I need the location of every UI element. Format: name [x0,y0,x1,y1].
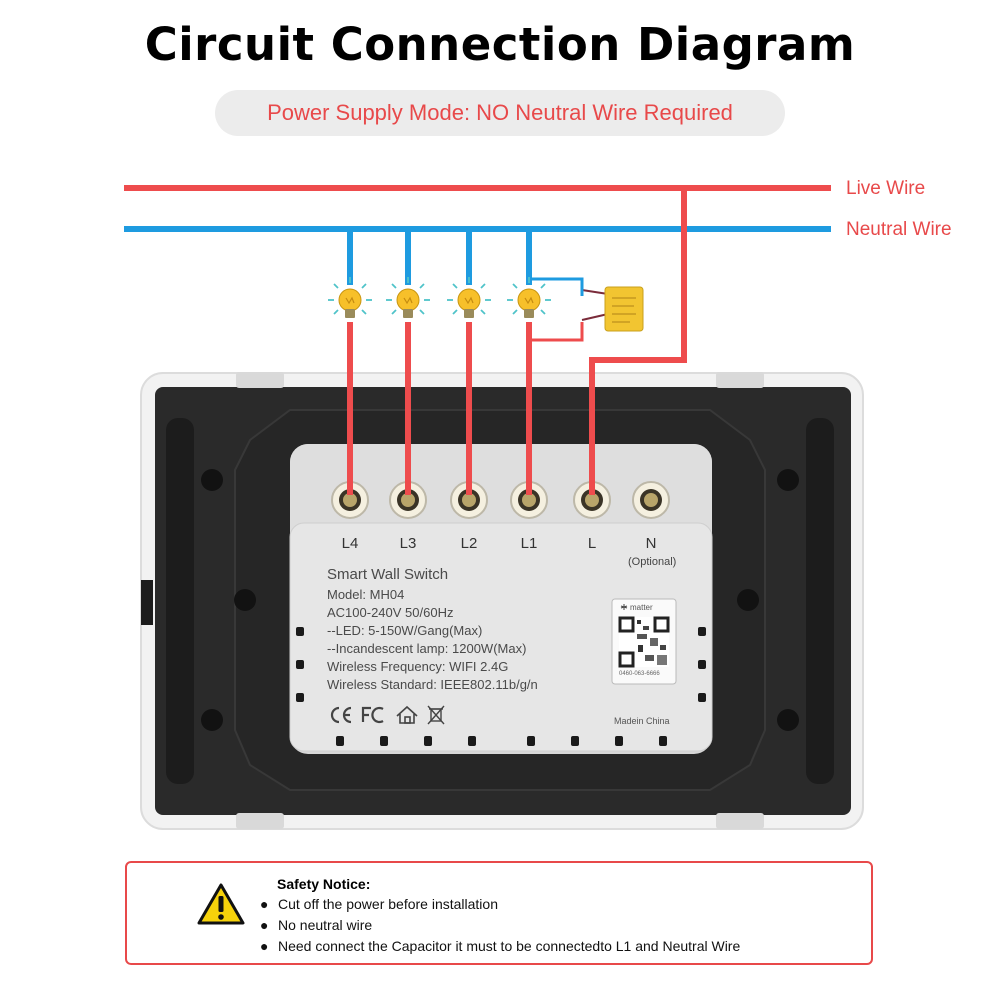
spec-line: Wireless Standard: IEEE802.11b/g/n [327,677,538,692]
terminal-label-l4: L4 [341,535,359,552]
qr-code-icon [611,598,677,685]
terminal-label-l: L [587,535,597,552]
safety-notice-text: Need connect the Capacitor it must to be… [278,938,741,954]
wires [124,185,831,495]
terminal-label-n: N [645,535,657,552]
light-bulb-icon [386,277,430,318]
light-bulb-icon [328,277,372,318]
spec-line: --LED: 5-150W/Gang(Max) [327,623,483,638]
indoor-use-icon [396,705,418,724]
certification-marks [330,705,445,725]
power-mode-badge: Power Supply Mode: NO Neutral Wire Requi… [215,90,785,136]
terminal-label-l3: L3 [399,535,417,552]
spec-line: Wireless Frequency: WIFI 2.4G [327,659,509,674]
warning-icon [197,883,245,925]
spec-line: --Incandescent lamp: 1200W(Max) [327,641,527,656]
matter-logo-icon [620,604,628,610]
matter-label: matter [630,603,653,612]
ce-mark-icon [330,706,352,724]
safety-notice-item: ●No neutral wire [260,917,373,933]
page-title: Circuit Connection Diagram [144,18,856,71]
safety-notice-text: Cut off the power before installation [278,896,498,912]
qr-number: 0460-063-6666 [619,671,660,677]
light-bulbs [328,277,551,318]
terminal-optional-note: (Optional) [628,556,677,568]
neutral-wire-label: Neutral Wire [846,219,952,240]
terminal-label-l1: L1 [520,535,538,552]
safety-notice-item: ●Cut off the power before installation [260,896,498,912]
capacitor-icon [581,286,644,332]
switch-panel [140,286,864,830]
light-bulb-icon [447,277,491,318]
screw-terminals [331,481,670,519]
spec-line: AC100-240V 50/60Hz [327,605,454,620]
product-name: Smart Wall Switch [327,566,449,583]
fcc-mark-icon [361,706,384,724]
spec-line: Model: MH04 [327,587,405,602]
light-bulb-icon [507,277,551,318]
terminal-label-l2: L2 [460,535,478,552]
safety-notice-box [125,861,873,965]
safety-notice-item: ●Need connect the Capacitor it must to b… [260,938,741,954]
weee-bin-icon [427,705,445,725]
live-wire-label: Live Wire [846,178,926,199]
safety-notice-text: No neutral wire [278,917,373,933]
safety-notice-title: Safety Notice: [277,876,371,892]
made-in-label: Madein China [614,716,670,726]
